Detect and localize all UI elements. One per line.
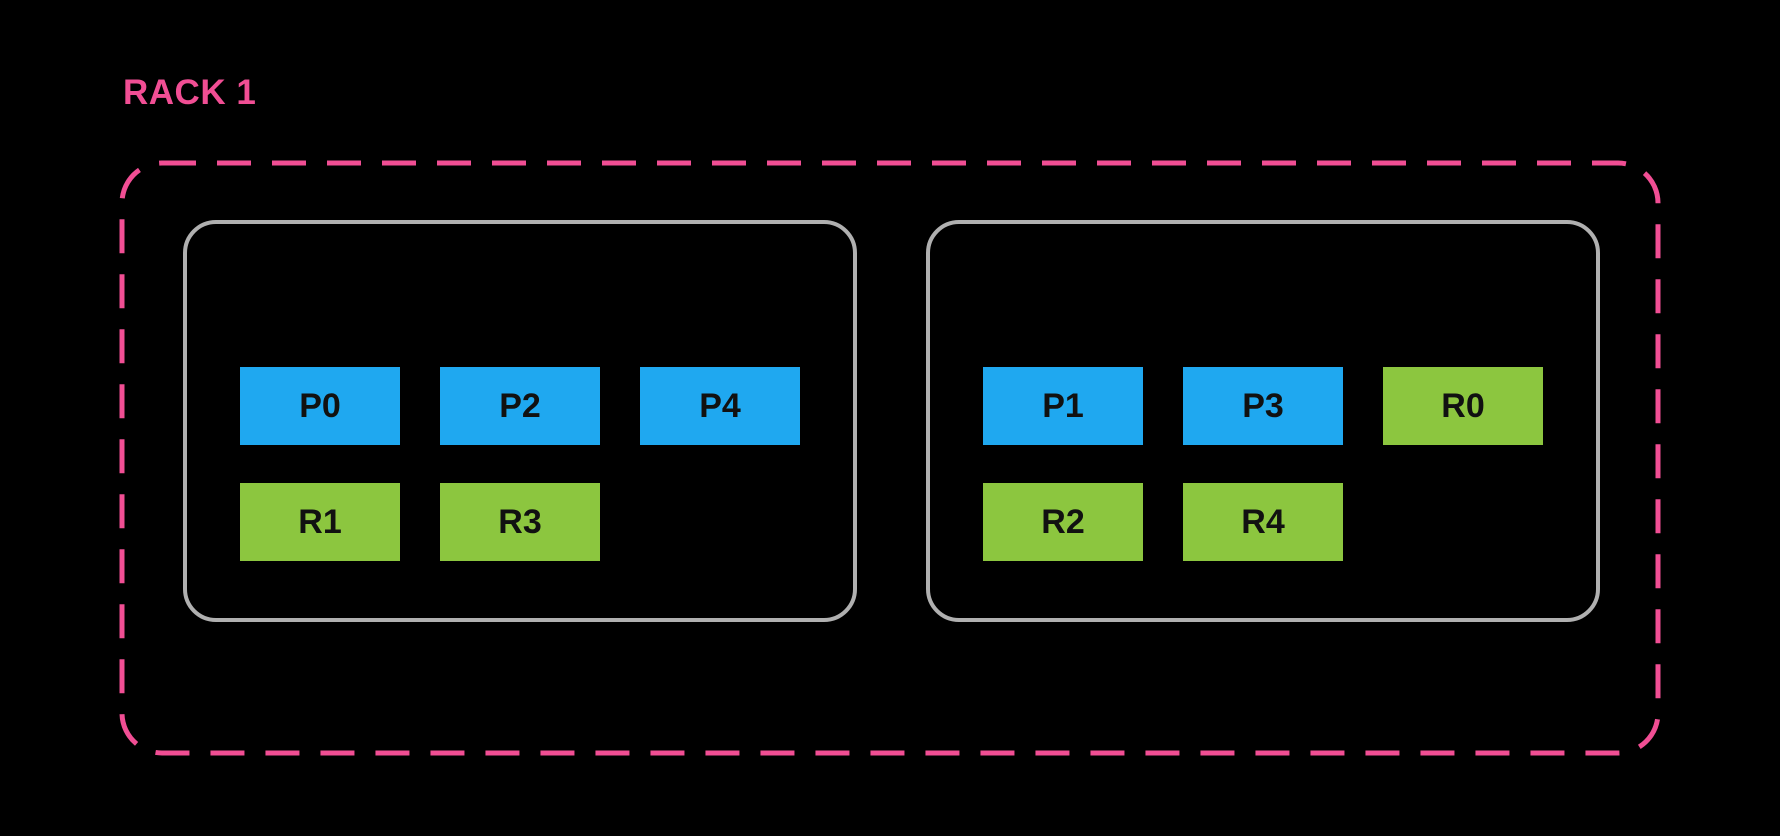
box-p2: P2 <box>440 367 600 445</box>
box-r2: R2 <box>983 483 1143 561</box>
rack-title: RACK 1 <box>123 73 257 112</box>
box-r3: R3 <box>440 483 600 561</box>
box-r0: R0 <box>1383 367 1543 445</box>
box-row: P1 P3 R0 <box>983 367 1596 445</box>
box-row: P0 P2 P4 <box>240 367 853 445</box>
box-row: R1 R3 <box>240 483 853 561</box>
box-p0: P0 <box>240 367 400 445</box>
box-r1: R1 <box>240 483 400 561</box>
box-p1: P1 <box>983 367 1143 445</box>
box-r4: R4 <box>1183 483 1343 561</box>
box-p3: P3 <box>1183 367 1343 445</box>
box-row: R2 R4 <box>983 483 1596 561</box>
box-p4: P4 <box>640 367 800 445</box>
